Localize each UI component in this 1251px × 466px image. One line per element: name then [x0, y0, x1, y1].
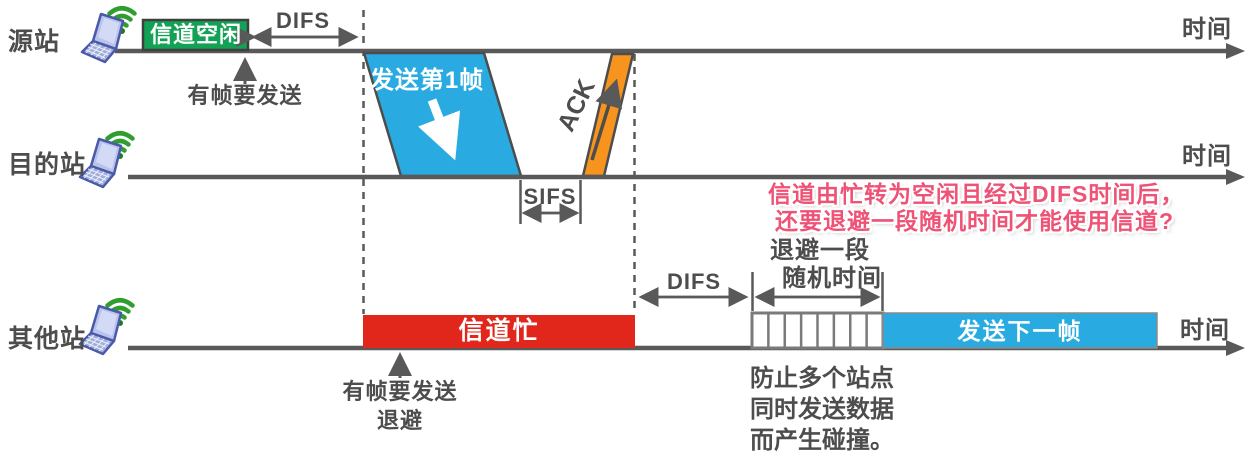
laptop-wifi-icon-source	[82, 8, 135, 62]
data-frame-direction-arrow	[418, 98, 461, 161]
laptop-wifi-icon-destination	[80, 133, 133, 187]
channel-idle-box	[141, 18, 250, 52]
difs-bottom-label: DIFS	[666, 269, 722, 294]
timeline-others-arrowhead	[1226, 340, 1245, 356]
timeline-source-arrowhead	[1226, 43, 1245, 59]
station-label-source: 源站	[8, 28, 61, 56]
channel-busy-label: 信道忙	[458, 317, 540, 345]
collision-note-line2: 同时发送数据	[750, 396, 894, 423]
note-line2: 还要退避一段随机时间才能使用信道?	[775, 208, 1175, 234]
sifs-label: SIFS	[523, 184, 577, 209]
time-label-row1: 时间	[1182, 16, 1232, 43]
backoff-slot-dividers	[767, 313, 868, 348]
backoff-segment-line1: 退避一段	[770, 237, 870, 264]
backoff-segment-line2: 随机时间	[782, 265, 882, 292]
station-label-destination: 目的站	[8, 151, 87, 179]
channel-idle-label: 信道空闲	[149, 22, 243, 47]
frame-ready-label-bottom: 有帧要发送	[342, 379, 458, 404]
difs-top-label: DIFS	[275, 8, 331, 33]
backoff-word-label: 退避	[376, 408, 424, 433]
laptop-wifi-icon-others	[80, 300, 133, 354]
station-label-others: 其他站	[8, 325, 87, 353]
send-next-frame-label: 发送下一帧	[957, 318, 1083, 344]
ack-parallelogram	[581, 52, 635, 178]
collision-note-line3: 而产生碰撞。	[750, 427, 894, 454]
ack-direction-arrow	[590, 78, 623, 161]
channel-busy-box	[363, 315, 635, 348]
collision-note-line1: 防止多个站点	[750, 365, 894, 392]
time-label-row3: 时间	[1180, 317, 1230, 344]
time-label-row2: 时间	[1182, 143, 1232, 170]
frame-ready-label-top: 有帧要发送	[187, 83, 303, 108]
note-line1: 信道由忙转为空闲且经过DIFS时间后，	[768, 181, 1185, 207]
send-next-frame-box	[882, 312, 1158, 349]
timeline-destination-arrowhead	[1226, 169, 1245, 185]
send-frame1-label: 发送第1帧	[369, 67, 485, 94]
